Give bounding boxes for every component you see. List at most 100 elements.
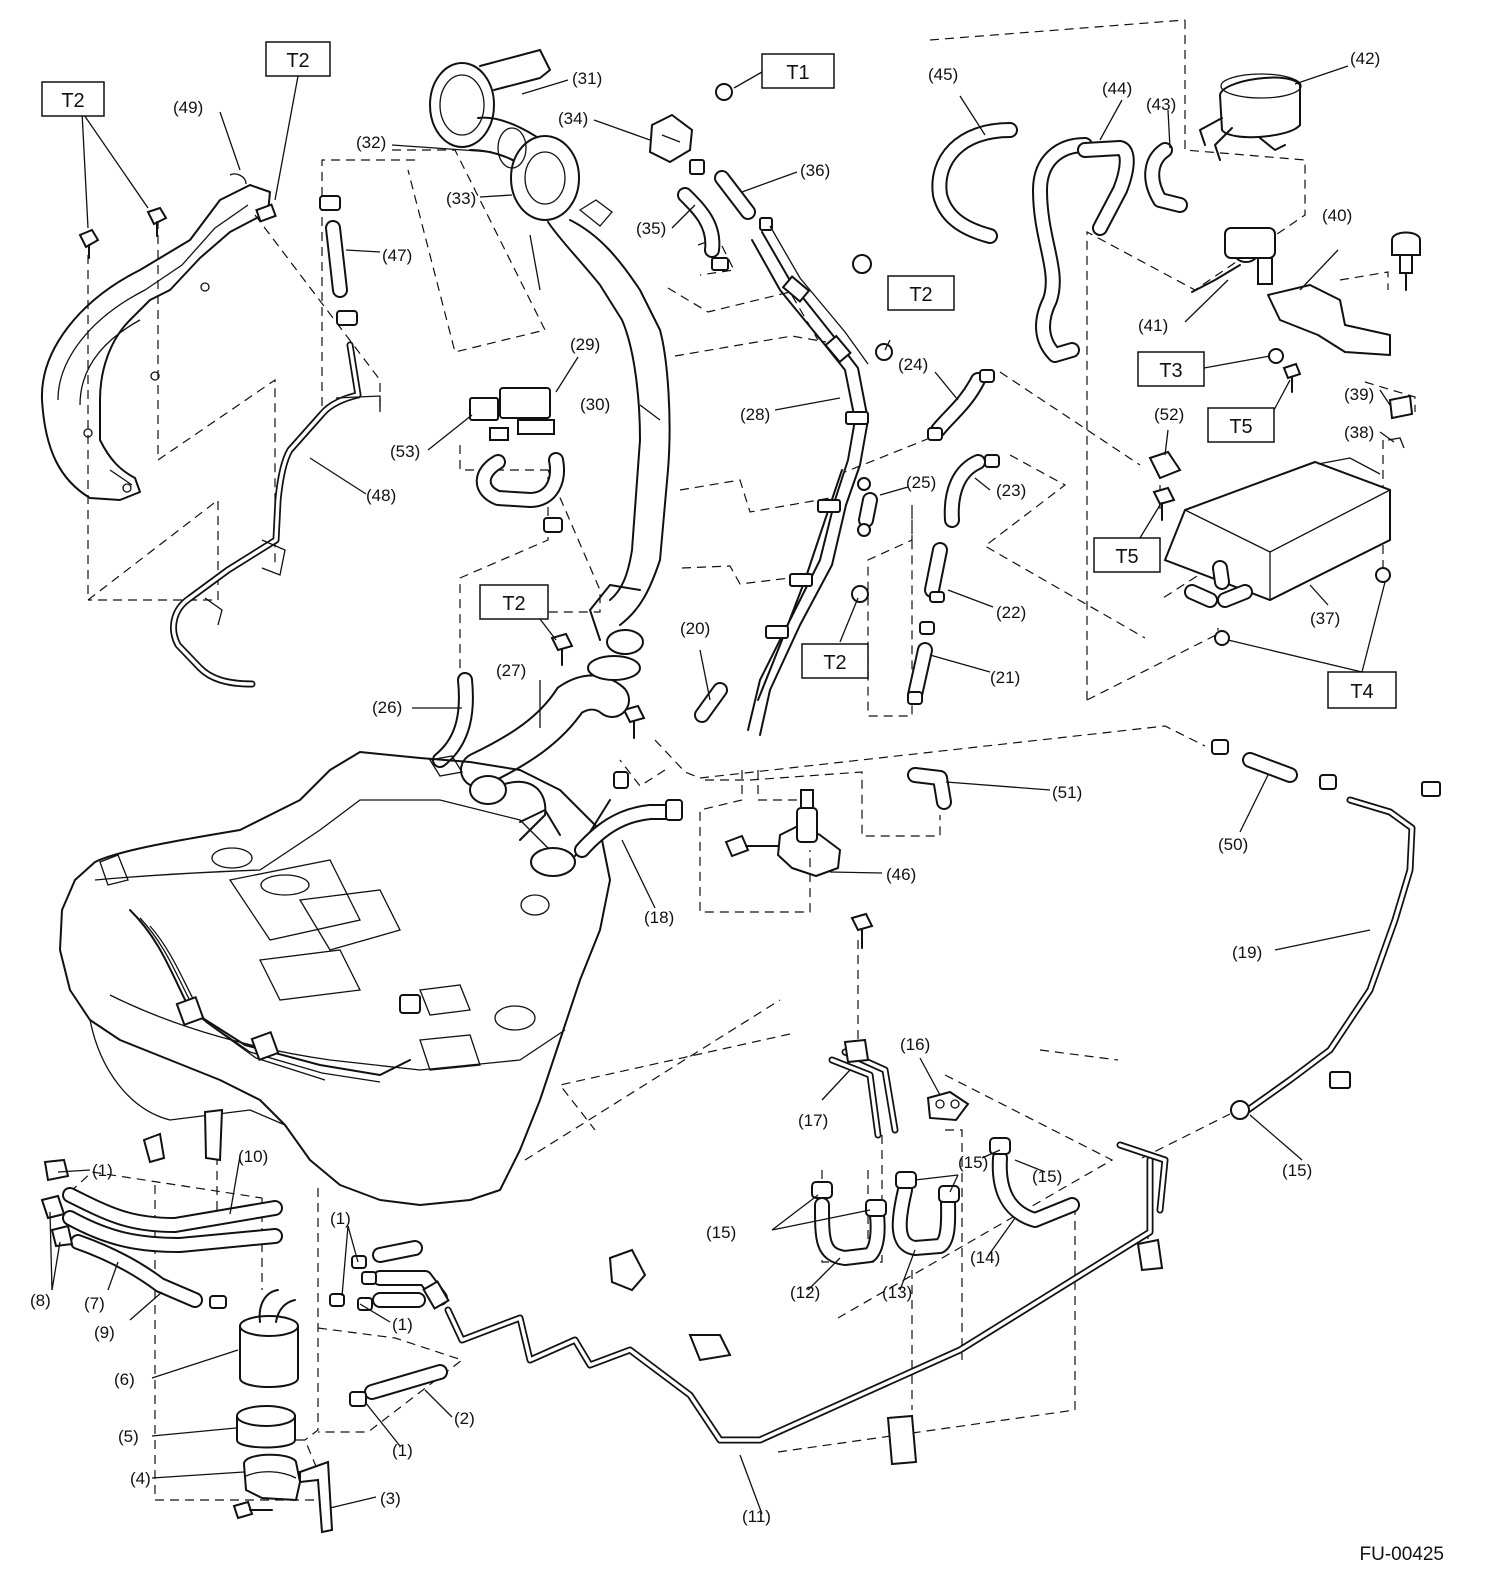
vent-valve-34 [648, 83, 733, 164]
hoses-43-45 [931, 122, 1188, 363]
callout-48: (48) [366, 486, 396, 505]
callout-11: (11) [742, 1507, 771, 1526]
callout-41: (41) [1138, 316, 1168, 335]
fuel-filter-6 [209, 1289, 299, 1388]
torque-box-t2-top: T2 [265, 41, 331, 77]
clips-along-pipe-11 [608, 1238, 1164, 1466]
fuel-filter-46 [724, 789, 841, 877]
solenoid-42 [1199, 73, 1302, 161]
callout-15-mid-a: (15) [958, 1153, 988, 1172]
callout-34: (34) [558, 109, 588, 128]
callout-22: (22) [996, 603, 1026, 622]
torque-box-label: T2 [286, 50, 309, 72]
torque-box-label: T2 [823, 652, 846, 674]
torque-box-label: T5 [1115, 546, 1138, 568]
grommet-t2-upper [852, 254, 893, 361]
callout-31: (31) [572, 69, 602, 88]
filler-neck-33 [469, 116, 671, 655]
fuel-tank [59, 751, 611, 1206]
callout-29: (29) [570, 335, 600, 354]
callout-12: (12) [790, 1283, 820, 1302]
grommet-16 [926, 1090, 970, 1122]
pipe-11 [444, 912, 1169, 1444]
callout-9: (9) [94, 1323, 115, 1342]
purge-valve-29-53 [469, 387, 565, 533]
torque-box-label: T3 [1159, 360, 1182, 382]
cushion-5 [236, 1405, 296, 1449]
canister-37 [1163, 457, 1391, 608]
torque-box-label: T2 [909, 284, 932, 306]
callout-36: (36) [800, 161, 830, 180]
torque-boxes: T2 T2 T1 T2 T2 T2 T3 [41, 41, 1397, 709]
callout-47: (47) [382, 246, 412, 265]
callout-32: (32) [356, 133, 386, 152]
callout-6: (6) [114, 1370, 135, 1389]
clip-38-39 [1387, 394, 1414, 449]
callout-23: (23) [996, 481, 1026, 500]
hose-47 [319, 195, 358, 326]
callout-labels: (31) (32) (33) (34) (35) (36) (30) (29) … [30, 49, 1380, 1526]
hoses-26-27 [432, 655, 641, 788]
callout-5: (5) [118, 1427, 139, 1446]
callout-51: (51) [1052, 783, 1082, 802]
callout-42: (42) [1350, 49, 1380, 68]
figure-code: FU-00425 [1360, 1544, 1445, 1565]
callout-26: (26) [372, 698, 402, 717]
callout-1-upper: (1) [330, 1209, 351, 1228]
callout-18: (18) [644, 908, 674, 927]
bracket-52-bolt-t5 [1148, 450, 1182, 521]
callout-10: (10) [238, 1147, 268, 1166]
protector-bracket-49 [40, 173, 271, 501]
hose-50 [1211, 739, 1337, 790]
callout-37: (37) [1310, 609, 1340, 628]
torque-box-label: T4 [1350, 681, 1373, 703]
gasket-32 [497, 127, 527, 169]
callout-40: (40) [1322, 206, 1352, 225]
callout-35: (35) [636, 219, 666, 238]
callout-30: (30) [580, 395, 610, 414]
callout-27: (27) [496, 661, 526, 680]
callout-8: (8) [30, 1291, 51, 1310]
evap-pipe-48 [170, 341, 381, 688]
callout-19: (19) [1232, 943, 1262, 962]
torque-box-t2-middle: T2 [479, 584, 557, 641]
callout-38: (38) [1344, 423, 1374, 442]
leader-lines [49, 65, 1395, 1515]
hoses-7-10 [40, 1108, 283, 1308]
callout-25: (25) [906, 473, 936, 492]
bolt-t2-left [78, 203, 277, 259]
callout-17: (17) [798, 1111, 828, 1130]
callout-44: (44) [1102, 79, 1132, 98]
hoses-12-14 [811, 1137, 1080, 1266]
callout-52: (52) [1154, 405, 1184, 424]
torque-box-t4: T4 [1227, 581, 1397, 709]
torque-box-t5-left: T5 [1093, 504, 1161, 573]
callout-46: (46) [886, 865, 916, 884]
callout-43: (43) [1146, 95, 1176, 114]
nut-t4 [1214, 567, 1391, 646]
callout-24: (24) [898, 355, 928, 374]
hose-2 [349, 1364, 448, 1407]
torque-box-label: T1 [786, 62, 809, 84]
torque-box-label: T2 [502, 593, 525, 615]
callout-7: (7) [84, 1294, 105, 1313]
callout-14: (14) [970, 1248, 1000, 1267]
hoses-20-25 [694, 369, 1000, 723]
assembly-guide-lines [69, 19, 1416, 1501]
callout-21: (21) [990, 668, 1020, 687]
clamps-1-connectors [329, 1240, 450, 1311]
filler-cap-31 [429, 49, 551, 148]
hose-35-36 [677, 159, 773, 271]
torque-box-t1: T1 [733, 53, 835, 89]
callout-15-mid-b: (15) [1032, 1167, 1062, 1186]
callout-1-middle: (1) [392, 1315, 413, 1334]
callout-16: (16) [900, 1035, 930, 1054]
callout-15-right: (15) [1282, 1161, 1312, 1180]
torque-box-t2-top-left: T2 [41, 81, 105, 117]
bracket-3 [232, 1460, 334, 1534]
pipe-19 [1230, 781, 1441, 1120]
callout-1-bottom: (1) [392, 1441, 413, 1460]
torque-box-t5-right: T5 [1207, 379, 1291, 443]
callout-2: (2) [454, 1409, 475, 1428]
hose-51 [907, 767, 952, 810]
